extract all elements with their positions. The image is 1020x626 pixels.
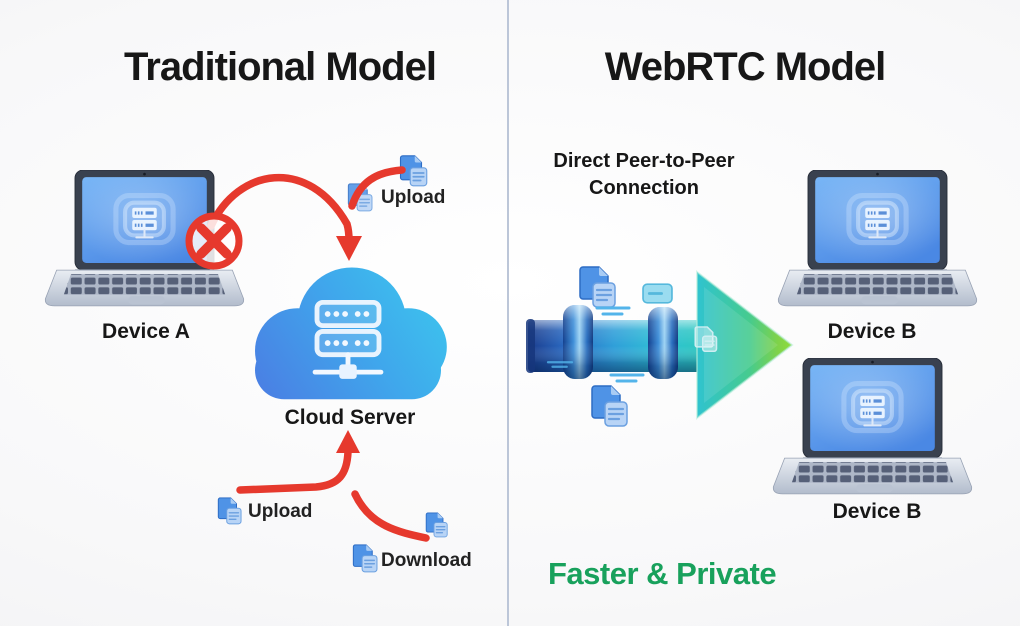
download-label: Download [381, 550, 472, 571]
device-b-top-label: Device B [827, 320, 917, 343]
arrow-download-merge [351, 490, 430, 542]
upload-bottom-label: Upload [248, 501, 313, 522]
file-documents-icon [347, 183, 374, 213]
file-documents-icon [425, 512, 449, 539]
upload-top-label: Upload [381, 187, 446, 208]
device-a-label: Device A [102, 320, 190, 343]
device-b-bottom-label: Device B [832, 500, 922, 523]
arrowhead-up [336, 430, 360, 453]
benefit-label: Faster & Private [548, 556, 777, 591]
file-in-transit-icon [694, 326, 719, 354]
webrtc-title: WebRTC Model [604, 45, 887, 89]
data-packet-icon [642, 283, 673, 304]
cloud-server-label: Cloud Server [284, 406, 416, 429]
motion-lines-icon [608, 372, 646, 384]
file-documents-icon [217, 497, 243, 526]
file-documents-icon [352, 544, 379, 574]
pipe-ring [563, 305, 593, 379]
laptop-device-a-icon [42, 170, 247, 313]
peer-to-peer-pipe-arrow-icon [526, 269, 794, 421]
traditional-title: Traditional Model [124, 45, 437, 89]
motion-lines-icon [546, 360, 574, 369]
file-documents-icon [590, 385, 630, 429]
pipe-ring [648, 307, 678, 379]
cloud-server-icon [228, 252, 468, 407]
file-documents-icon [578, 266, 618, 310]
laptop-device-b-bottom-icon [770, 358, 975, 501]
arrow-upload-bottom [236, 443, 352, 494]
file-documents-icon [399, 155, 429, 188]
laptop-device-b-top-icon [775, 170, 980, 313]
connection-label: Direct Peer-to-Peer Connection [553, 150, 735, 199]
panel-divider [507, 0, 509, 626]
motion-lines-icon [594, 305, 632, 317]
